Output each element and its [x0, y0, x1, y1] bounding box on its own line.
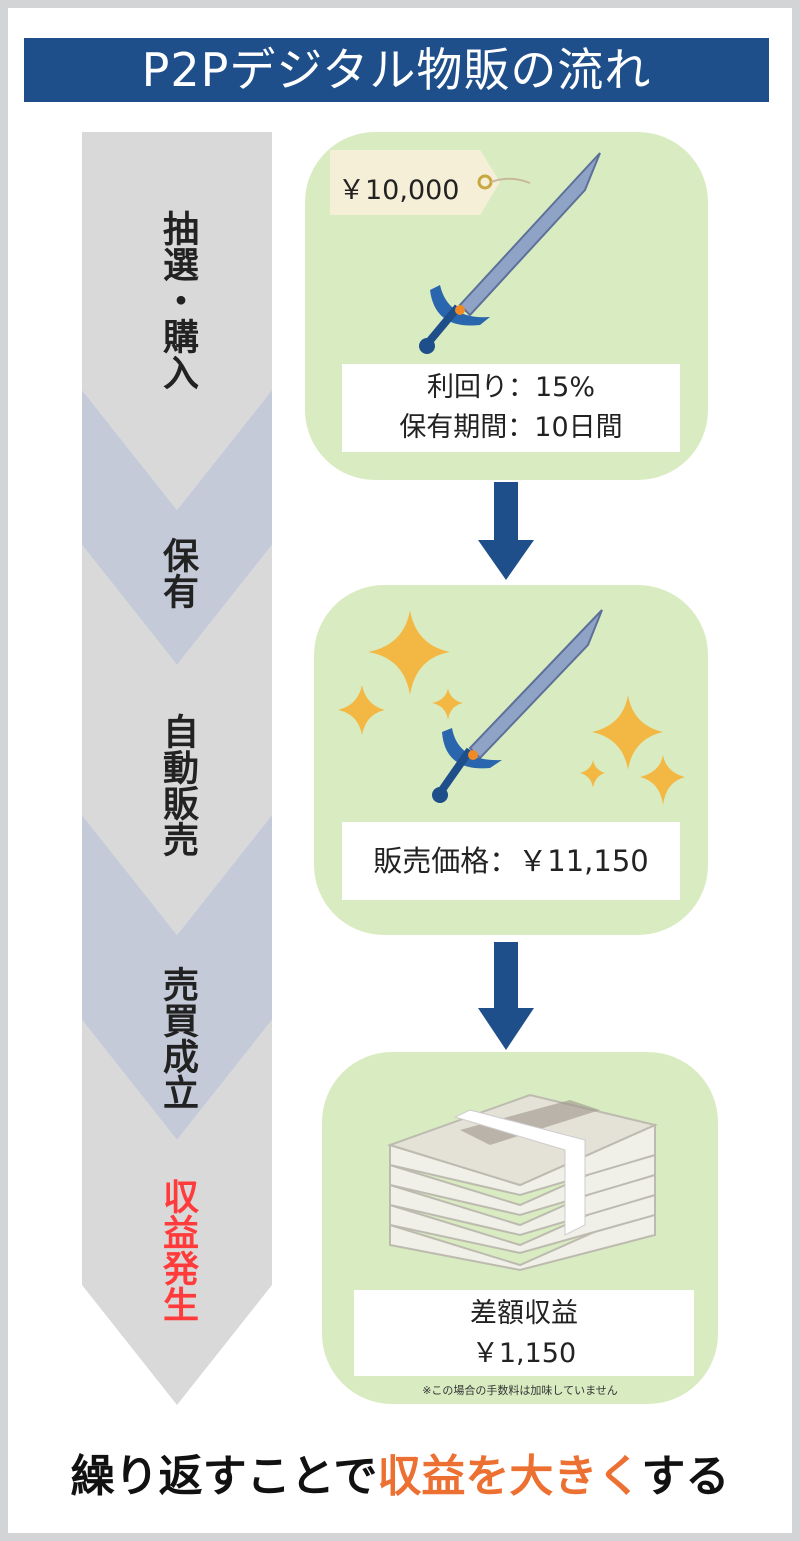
stage-label-auto-sale: 自動販売	[157, 713, 198, 857]
sword-icon	[432, 609, 603, 803]
down-arrow-icon	[478, 482, 534, 580]
price-tag-and-sword	[330, 150, 601, 354]
stage-label-purchase: 抽選・購入	[157, 210, 198, 390]
sale-price-text: 販売価格：￥11,150	[342, 822, 680, 900]
purchase-info: 利回り：15% 保有期間：10日間	[342, 364, 680, 452]
price-tag-label: ￥10,000	[338, 175, 460, 206]
sparkle-icon	[338, 610, 685, 805]
bottom-highlight: 収益を大きく	[377, 1451, 642, 1502]
stage-label-deal: 売買成立	[157, 966, 198, 1110]
profit-amount: ￥1,150	[471, 1338, 577, 1369]
fee-note: ※この場合の手数料は加味していません	[422, 1384, 618, 1397]
stage-4-shape	[82, 815, 272, 1140]
profit-label: 差額収益	[470, 1298, 578, 1329]
stage-label-hold: 保有	[157, 537, 198, 609]
money-stack-icon	[386, 1093, 659, 1272]
bottom-post: する	[641, 1451, 730, 1502]
profit-info: 差額収益 ￥1,150	[354, 1290, 694, 1376]
yield-text: 利回り：15%	[426, 372, 595, 403]
sword-icon	[419, 152, 601, 354]
down-arrow-icon	[478, 942, 534, 1050]
page-title: P2Pデジタル物販の流れ	[24, 38, 769, 102]
stage-label-profit: 収益発生	[157, 1178, 198, 1322]
bottom-pre: 繰り返すことで	[70, 1451, 378, 1502]
stage-1-shape	[82, 132, 272, 510]
stage-3-shape	[82, 545, 272, 935]
stage-5-shape	[82, 1020, 272, 1405]
bottom-message: 繰り返すことで収益を大きくする	[0, 1440, 800, 1504]
price-tag-icon	[330, 150, 531, 215]
stage-2-shape	[82, 390, 272, 665]
sparkling-sword	[338, 609, 685, 805]
holding-period-text: 保有期間：10日間	[399, 412, 623, 443]
